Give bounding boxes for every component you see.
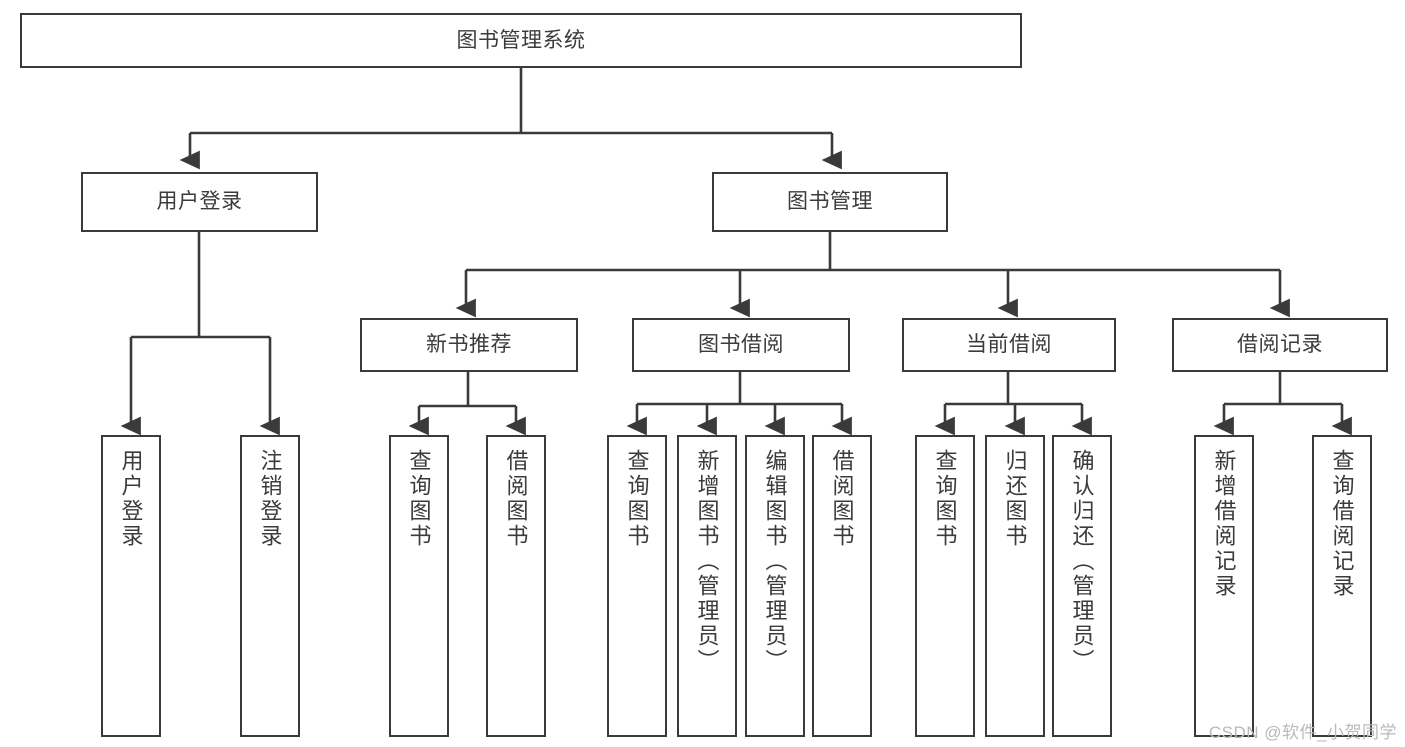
node-current-borrow[interactable]: 当前借阅 [902,318,1116,372]
node-leaf-logout-login-label: 注销登录 [257,449,283,549]
node-leaf-add-record-label: 新增借阅记录 [1211,449,1237,599]
node-leaf-query-record[interactable]: 查询借阅记录 [1312,435,1372,737]
node-book-manage[interactable]: 图书管理 [712,172,948,232]
node-current-borrow-label: 当前借阅 [966,333,1052,357]
node-leaf-confirm-return[interactable]: 确认归还（管理员） [1052,435,1112,737]
node-leaf-edit-book-label: 编辑图书（管理员） [762,449,788,674]
node-leaf-query-book-3[interactable]: 查询图书 [915,435,975,737]
node-leaf-query-book-2-label: 查询图书 [624,449,650,549]
node-leaf-confirm-return-label: 确认归还（管理员） [1069,449,1095,674]
node-leaf-add-record[interactable]: 新增借阅记录 [1194,435,1254,737]
node-leaf-edit-book[interactable]: 编辑图书（管理员） [745,435,805,737]
node-leaf-add-book-label: 新增图书（管理员） [694,449,720,674]
node-new-book-recommend[interactable]: 新书推荐 [360,318,578,372]
node-leaf-borrow-book-1[interactable]: 借阅图书 [486,435,546,737]
node-user-login-label: 用户登录 [156,190,243,214]
node-leaf-query-book-2[interactable]: 查询图书 [607,435,667,737]
node-leaf-return-book[interactable]: 归还图书 [985,435,1045,737]
node-borrow-record-label: 借阅记录 [1237,333,1323,357]
node-leaf-borrow-book-2-label: 借阅图书 [829,449,855,549]
node-root-system[interactable]: 图书管理系统 [20,13,1022,68]
node-leaf-logout-login[interactable]: 注销登录 [240,435,300,737]
node-leaf-query-book-3-label: 查询图书 [932,449,958,549]
node-leaf-user-login-label: 用户登录 [118,449,144,549]
csdn-watermark: CSDN @软件_小贺同学 [1208,723,1397,742]
node-borrow-record[interactable]: 借阅记录 [1172,318,1388,372]
node-user-login[interactable]: 用户登录 [81,172,318,232]
node-root-system-label: 图书管理系统 [456,28,586,52]
node-leaf-user-login[interactable]: 用户登录 [101,435,161,737]
node-book-borrow-label: 图书借阅 [698,333,784,357]
node-leaf-borrow-book-1-label: 借阅图书 [503,449,529,549]
node-new-book-recommend-label: 新书推荐 [426,333,512,357]
node-leaf-query-record-label: 查询借阅记录 [1329,449,1355,599]
node-leaf-query-book-1-label: 查询图书 [406,449,432,549]
node-book-manage-label: 图书管理 [787,190,873,214]
node-leaf-borrow-book-2[interactable]: 借阅图书 [812,435,872,737]
node-leaf-return-book-label: 归还图书 [1002,449,1028,549]
node-leaf-add-book[interactable]: 新增图书（管理员） [677,435,737,737]
node-book-borrow[interactable]: 图书借阅 [632,318,850,372]
node-leaf-query-book-1[interactable]: 查询图书 [389,435,449,737]
